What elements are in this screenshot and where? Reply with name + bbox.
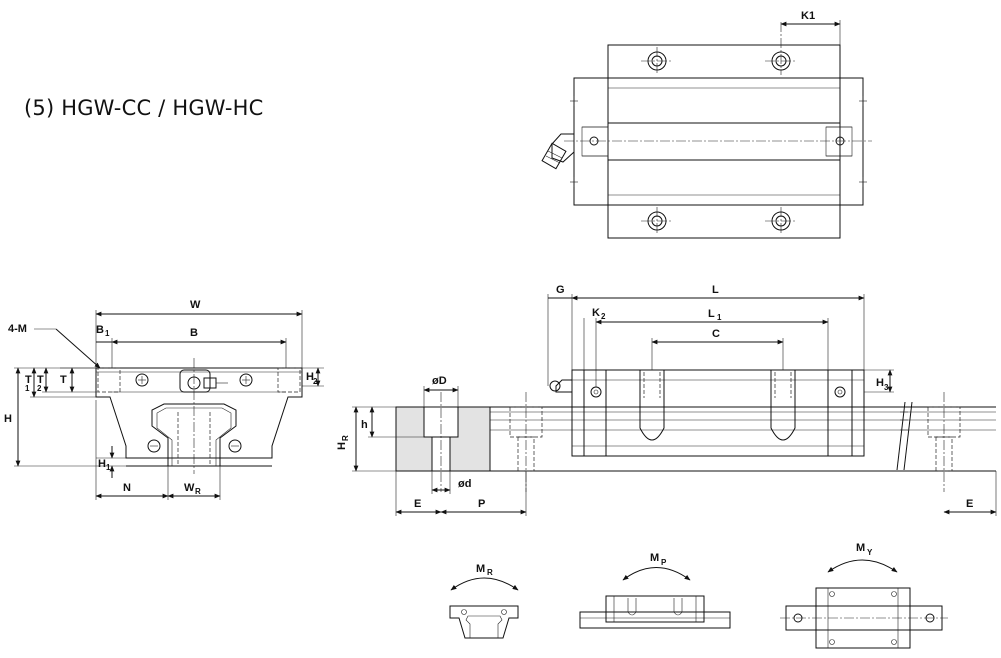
svg-text:Y: Y	[867, 548, 873, 557]
od-label: øD	[432, 375, 447, 387]
my-label: M	[856, 542, 865, 554]
moment-mp: M P	[579, 552, 731, 629]
t2-label: T	[37, 374, 44, 386]
mp-label: M	[650, 552, 659, 564]
sd-label: ød	[458, 478, 471, 490]
l1-label: L	[708, 308, 715, 320]
svg-text:1: 1	[105, 329, 110, 338]
h3-label: H	[876, 377, 884, 389]
top-view: K1	[541, 10, 872, 239]
svg-text:1: 1	[106, 463, 111, 472]
c-label: C	[712, 328, 720, 340]
l-label: L	[712, 284, 719, 296]
svg-text:2: 2	[37, 384, 42, 393]
side-view: L G L 1 K 2 C H 3 øD ød	[336, 284, 997, 516]
k2-label: K	[592, 307, 600, 319]
svg-text:R: R	[341, 435, 350, 441]
p-label: P	[478, 498, 485, 510]
section-title: (5) HGW-CC / HGW-HC	[24, 96, 264, 120]
e-left-label: E	[414, 498, 421, 510]
screw	[147, 439, 161, 453]
h-small-label: h	[361, 419, 368, 431]
screw	[239, 373, 253, 387]
wr-label: W	[184, 482, 195, 494]
svg-text:1: 1	[25, 384, 30, 393]
mr-label: M	[476, 563, 485, 575]
svg-text:3: 3	[884, 383, 889, 392]
k1-label: K1	[801, 10, 815, 22]
svg-text:1: 1	[717, 313, 722, 322]
svg-text:R: R	[487, 568, 493, 577]
h1-label: H	[98, 458, 106, 470]
w-label: W	[190, 299, 201, 311]
svg-text:P: P	[661, 558, 667, 567]
b1-label: B	[96, 324, 104, 336]
n-label: N	[123, 482, 131, 494]
screw	[135, 373, 149, 387]
h2-label: H	[306, 371, 314, 383]
h-label: H	[4, 413, 12, 425]
moment-mr: M R	[449, 563, 519, 639]
t1-label: T	[25, 374, 32, 386]
e-right-label: E	[966, 498, 973, 510]
hr-label: H	[336, 442, 348, 450]
t-label: T	[60, 374, 67, 386]
g-label: G	[556, 284, 565, 296]
svg-text:2: 2	[313, 377, 318, 386]
four-m-label: 4-M	[8, 323, 27, 335]
svg-text:2: 2	[601, 312, 606, 321]
svg-text:R: R	[195, 487, 201, 496]
b-label: B	[190, 327, 198, 339]
grease-nipple	[541, 133, 575, 170]
screw	[228, 439, 242, 453]
moment-my: M Y	[780, 542, 948, 649]
front-view: W B B 1 4-M H T 1 T 2 T H	[4, 299, 324, 500]
